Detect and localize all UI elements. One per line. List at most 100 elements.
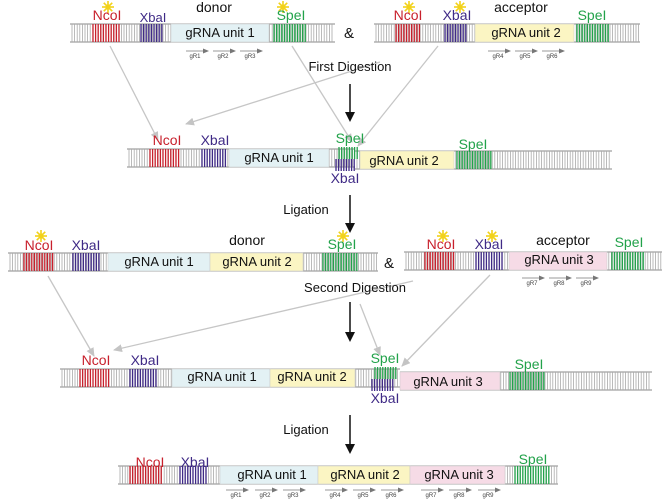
spel-half-site — [374, 367, 397, 379]
xbal-site — [201, 149, 227, 167]
star-core — [280, 4, 286, 10]
grna-label: gR9 — [580, 281, 592, 287]
ncol-label: NcoI — [93, 7, 122, 23]
gray-arrow-icon — [47, 275, 95, 357]
ncol-label: NcoI — [394, 7, 423, 23]
xbal-label: XbaI — [371, 390, 400, 406]
star-burst-icon — [337, 230, 349, 242]
ncol-label: NcoI — [153, 132, 182, 148]
xbal-site — [140, 24, 163, 42]
grna-label: gR9 — [482, 493, 494, 499]
star-burst-icon — [277, 1, 289, 13]
ncol-label: NcoI — [82, 352, 111, 368]
spel-site — [273, 24, 306, 42]
grna-label: gR5 — [519, 54, 531, 60]
ncol-site — [23, 253, 54, 271]
grna-label: gR7 — [526, 281, 538, 287]
gray-arrow-icon — [113, 280, 414, 353]
ligation-label: Ligation — [283, 202, 329, 217]
grna-label: gR1 — [230, 493, 242, 499]
ncol-site — [79, 369, 110, 387]
acceptor-label: acceptor — [494, 0, 548, 15]
star-burst-icon — [437, 230, 449, 242]
acceptor-label: acceptor — [536, 232, 590, 248]
gRNA-unit-3-box — [508, 251, 608, 271]
second-digestion-label: Second Digestion — [304, 280, 406, 295]
grna-label: gR7 — [425, 493, 437, 499]
spel-site — [509, 372, 545, 390]
spel-label: SpeI — [371, 350, 400, 366]
star-core — [440, 233, 446, 239]
grna-label: gR4 — [492, 54, 504, 60]
gRNA-unit-3-box — [409, 465, 506, 485]
grna-label: gR8 — [453, 493, 465, 499]
gray-arrow-icon — [109, 45, 159, 141]
ncol-site — [149, 149, 180, 167]
star-burst-icon — [102, 1, 114, 13]
ncol-label: NcoI — [25, 237, 54, 253]
unit-label: gRNA unit 1 — [237, 467, 306, 482]
xbal-label: XbaI — [72, 237, 101, 253]
spel-label: SpeI — [515, 356, 544, 372]
grna-label: gR8 — [553, 281, 565, 287]
xbal-label: XbaI — [443, 7, 472, 23]
xbal-label: XbaI — [201, 132, 230, 148]
grna-label: gR6 — [385, 493, 397, 499]
spel-site — [322, 253, 358, 271]
star-core — [38, 233, 44, 239]
star-core — [457, 4, 463, 10]
unit-label: gRNA unit 2 — [491, 25, 560, 40]
star-burst-icon — [454, 1, 466, 13]
xbal-site — [179, 466, 207, 484]
ligation-label: Ligation — [283, 422, 329, 437]
ncol-label: NcoI — [427, 236, 456, 252]
xbal-site — [72, 253, 100, 271]
ncol-label: NcoI — [136, 454, 165, 470]
unit-label: gRNA unit 2 — [369, 153, 438, 168]
diagram-labels: NcoI XbaI donor SpeI & NcoI XbaI accepto… — [25, 0, 644, 499]
spel-label: SpeI — [336, 130, 365, 146]
unit-label: gRNA unit 3 — [413, 374, 482, 389]
spel-label: SpeI — [578, 7, 607, 23]
ncol-site — [129, 466, 162, 484]
unit-label: gRNA unit 1 — [124, 254, 193, 269]
unit-label: gRNA unit 1 — [185, 25, 254, 40]
spel-site — [611, 252, 644, 270]
star-core — [340, 233, 346, 239]
spel-site — [514, 466, 550, 484]
grna-label: gR6 — [546, 54, 558, 60]
first-digestion-label: First Digestion — [308, 59, 391, 74]
unit-label: gRNA unit 2 — [222, 254, 291, 269]
unit-label: gRNA unit 3 — [424, 467, 493, 482]
dna-constructs — [8, 1, 662, 493]
gRNA-unit-3-box — [399, 371, 501, 391]
ampersand: & — [344, 25, 354, 42]
spel-label: SpeI — [277, 7, 306, 23]
ncol-site — [92, 24, 120, 42]
spel-label: SpeI — [519, 451, 548, 467]
gray-arrow-icon — [359, 303, 381, 356]
unit-label: gRNA unit 3 — [524, 252, 593, 267]
unit-label: gRNA unit 1 — [187, 369, 256, 384]
xbal-site — [129, 369, 157, 387]
xbal-label: XbaI — [131, 352, 160, 368]
grna-label: gR1 — [189, 54, 201, 60]
gray-arrow-icon — [401, 274, 491, 367]
transfer-arrows — [47, 45, 491, 454]
spel-label: SpeI — [459, 136, 488, 152]
star-core — [105, 4, 111, 10]
ncol-site — [424, 252, 455, 270]
star-burst-icon — [403, 1, 415, 13]
grna-label: gR2 — [259, 493, 271, 499]
unit-label: gRNA unit 1 — [244, 150, 313, 165]
xbal-label: XbaI — [475, 236, 504, 252]
spel-label: SpeI — [328, 236, 357, 252]
xbal-site — [475, 252, 503, 270]
gRNA-unit-2-box — [209, 252, 304, 272]
grna-label: gR4 — [329, 493, 341, 499]
star-burst-icon — [35, 230, 47, 242]
star-core — [406, 4, 412, 10]
gRNA-unit-2-box — [474, 23, 575, 43]
gRNA-unit-2-box — [269, 368, 356, 388]
